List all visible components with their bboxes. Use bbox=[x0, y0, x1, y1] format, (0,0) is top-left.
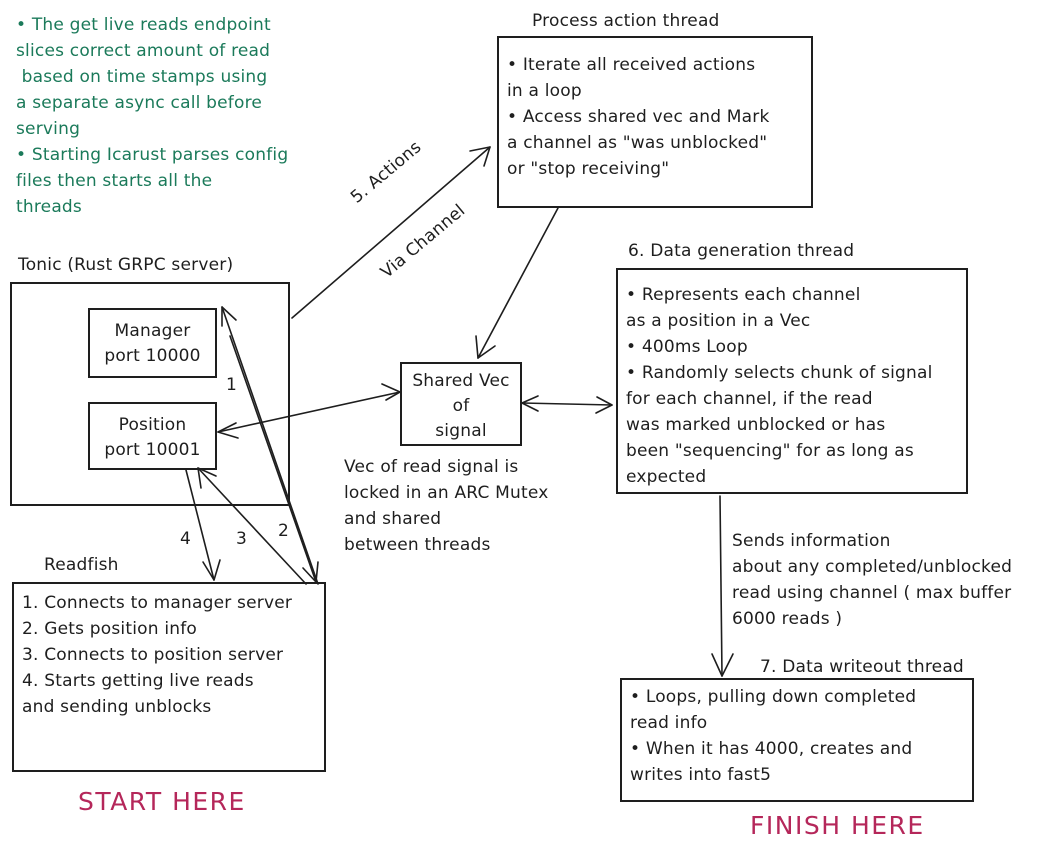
data-gen-line: was marked unblocked or has bbox=[626, 415, 886, 435]
shared-vec-line: of bbox=[452, 396, 470, 416]
data-gen-line: • Represents each channel bbox=[626, 285, 861, 305]
sends-info-line: 6000 reads ) bbox=[732, 609, 843, 629]
position-port: port 10001 bbox=[104, 440, 201, 460]
manager-label: Manager bbox=[114, 321, 191, 341]
notes-line: slices correct amount of read bbox=[16, 41, 271, 61]
process-action-title: Process action thread bbox=[532, 11, 720, 31]
data-gen-line: expected bbox=[626, 467, 707, 487]
process-action-line: in a loop bbox=[507, 81, 582, 101]
shared-vec-line: Shared Vec bbox=[412, 371, 510, 391]
tonic-box bbox=[10, 282, 290, 506]
position-box: Position port 10001 bbox=[88, 402, 217, 470]
sends-info-line: read using channel ( max buffer bbox=[732, 583, 1012, 603]
notes-line: • Starting Icarust parses config bbox=[16, 145, 289, 165]
readfish-line: 2. Gets position info bbox=[22, 619, 198, 639]
data-gen-title: 6. Data generation thread bbox=[628, 241, 855, 261]
notes-line: a separate async call before bbox=[16, 93, 263, 113]
data-gen-box: • Represents each channel as a position … bbox=[616, 268, 968, 494]
arrow-label-2: 2 bbox=[278, 521, 290, 541]
sends-info-line: Sends information bbox=[732, 531, 891, 551]
position-label: Position bbox=[118, 415, 187, 435]
writeout-box: • Loops, pulling down completed read inf… bbox=[620, 678, 974, 802]
readfish-box: 1. Connects to manager server 2. Gets po… bbox=[12, 582, 326, 772]
process-action-line: • Iterate all received actions bbox=[507, 55, 756, 75]
notes-line: files then starts all the bbox=[16, 171, 213, 191]
notes-line: • The get live reads endpoint bbox=[16, 15, 271, 35]
sends-info-line: about any completed/unblocked bbox=[732, 557, 1013, 577]
notes-line: serving bbox=[16, 119, 81, 139]
manager-box: Manager port 10000 bbox=[88, 308, 217, 378]
data-gen-line: as a position in a Vec bbox=[626, 311, 811, 331]
shared-vec-caption: and shared bbox=[344, 509, 442, 529]
process-action-line: a channel as "was unblocked" bbox=[507, 133, 768, 153]
writeout-line: writes into fast5 bbox=[630, 765, 772, 785]
shared-vec-line: signal bbox=[435, 421, 487, 441]
readfish-line: 1. Connects to manager server bbox=[22, 593, 293, 613]
process-action-box: • Iterate all received actions in a loop… bbox=[497, 36, 813, 208]
readfish-title: Readfish bbox=[44, 555, 119, 575]
writeout-line: read info bbox=[630, 713, 708, 733]
writeout-line: • When it has 4000, creates and bbox=[630, 739, 913, 759]
process-action-line: • Access shared vec and Mark bbox=[507, 107, 770, 127]
arrow-label-3: 3 bbox=[236, 529, 248, 549]
writeout-line: • Loops, pulling down completed bbox=[630, 687, 917, 707]
process-action-line: or "stop receiving" bbox=[507, 159, 670, 179]
data-gen-line: • 400ms Loop bbox=[626, 337, 748, 357]
notes-line: based on time stamps using bbox=[16, 67, 268, 87]
arrow-label-1: 1 bbox=[226, 375, 238, 395]
readfish-line: 3. Connects to position server bbox=[22, 645, 284, 665]
shared-vec-caption: Vec of read signal is bbox=[344, 457, 519, 477]
manager-port: port 10000 bbox=[104, 346, 201, 366]
readfish-line: and sending unblocks bbox=[22, 697, 212, 717]
writeout-title: 7. Data writeout thread bbox=[760, 657, 964, 677]
data-gen-line: been "sequencing" for as long as bbox=[626, 441, 914, 461]
arrow-label-4: 4 bbox=[180, 529, 192, 549]
data-gen-line: • Randomly selects chunk of signal bbox=[626, 363, 933, 383]
start-here-label: START HERE bbox=[78, 787, 246, 816]
notes-line: threads bbox=[16, 197, 82, 217]
shared-vec-caption: locked in an ARC Mutex bbox=[344, 483, 549, 503]
data-gen-line: for each channel, if the read bbox=[626, 389, 873, 409]
readfish-line: 4. Starts getting live reads bbox=[22, 671, 254, 691]
tonic-title: Tonic (Rust GRPC server) bbox=[18, 255, 234, 275]
shared-vec-caption: between threads bbox=[344, 535, 491, 555]
finish-here-label: FINISH HERE bbox=[750, 811, 925, 840]
shared-vec-box: Shared Vec of signal bbox=[400, 362, 522, 446]
